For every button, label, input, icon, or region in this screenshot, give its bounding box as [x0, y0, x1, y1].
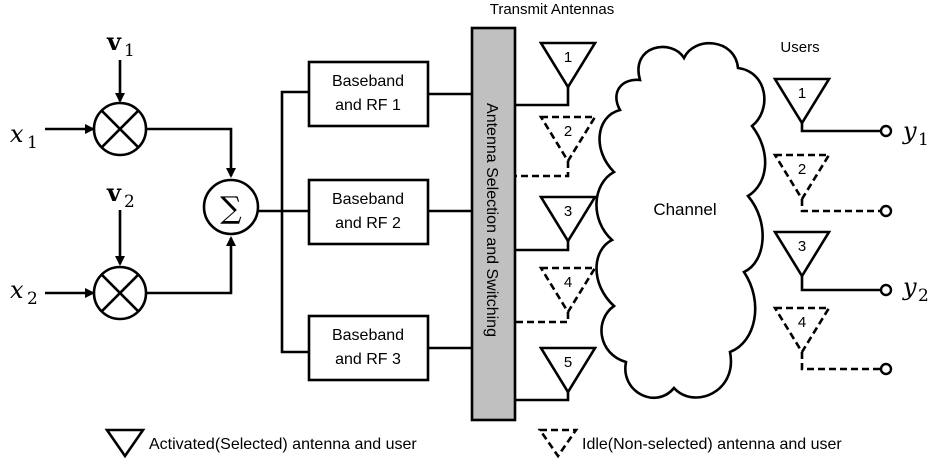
input-x2-var: x	[10, 276, 24, 304]
legend-activated-label: Activated(Selected) antenna and user	[149, 436, 417, 453]
precoder-v2-var: v	[106, 178, 122, 207]
user-3: 3	[772, 230, 893, 297]
legend: Activated(Selected) antenna and user Idl…	[104, 428, 842, 459]
tx-antenna-5-feed	[515, 392, 570, 402]
tx-antenna-2-feed	[515, 161, 570, 178]
tx-antenna-1-triangle	[538, 41, 598, 90]
user-4-label: 4	[798, 314, 806, 331]
input-x1-var: x	[10, 120, 24, 148]
legend-activated-antenna-icon	[104, 428, 146, 459]
distribution-bus	[280, 90, 309, 354]
rf-chain-2-line1: Baseband	[332, 191, 404, 208]
tx-antenna-4-feed	[515, 312, 570, 324]
user-1: 1	[772, 77, 893, 138]
output-y2: y 2	[902, 273, 929, 306]
precoder-v1: v 1	[106, 27, 135, 61]
multiplier-1	[92, 101, 148, 157]
transmit-antennas-title: Transmit Antennas	[490, 1, 615, 18]
precoder-v2: v 2	[106, 178, 135, 212]
channel-cloud: Channel	[595, 42, 767, 400]
legend-idle: Idle(Non-selected) antenna and user	[537, 428, 842, 459]
tx-antenna-4-label: 4	[564, 274, 572, 291]
precoder-v1-var: v	[106, 27, 122, 56]
users-title: Users	[780, 39, 819, 56]
user-2: 2	[772, 153, 893, 218]
user-2-terminal	[879, 204, 893, 218]
rf-chain-2: Baseband and RF 2	[307, 178, 430, 246]
user-3-terminal	[879, 283, 893, 297]
user-2-label: 2	[798, 161, 806, 178]
rf-chain-1-line1: Baseband	[332, 73, 404, 90]
switch-label: Antenna Selection and Switching	[483, 103, 500, 337]
channel-label: Channel	[653, 200, 716, 219]
user-2-line	[800, 199, 880, 213]
output-y2-var: y	[902, 273, 917, 301]
rf-chain-3-line2: and RF 3	[335, 351, 401, 368]
tx-antenna-3-triangle	[538, 195, 598, 244]
rf-chain-2-line2: and RF 2	[335, 215, 401, 232]
arrow-mult1-to-sum	[146, 127, 236, 178]
user-1-label: 1	[798, 85, 806, 102]
user-4-terminal	[879, 362, 893, 376]
tx-antenna-3: 3	[515, 195, 598, 252]
rf-chain-3-line1: Baseband	[332, 327, 404, 344]
multiplier-2	[92, 265, 148, 321]
input-x1: x 1	[10, 120, 38, 153]
tx-antenna-3-label: 3	[564, 203, 572, 220]
user-1-terminal	[879, 124, 893, 138]
user-4: 4	[772, 306, 893, 376]
rf-chain-1: Baseband and RF 1	[307, 60, 430, 128]
legend-activated: Activated(Selected) antenna and user	[104, 428, 417, 459]
input-x2: x 2	[10, 276, 38, 309]
tx-antenna-2-label: 2	[564, 123, 572, 140]
tx-antenna-1: 1	[515, 41, 598, 107]
tx-antenna-5-label: 5	[564, 354, 572, 371]
user-3-triangle	[772, 230, 832, 279]
antenna-switch: Antenna Selection and Switching	[470, 26, 517, 422]
tx-antenna-2-triangle	[538, 115, 598, 164]
tx-antenna-3-feed	[515, 241, 570, 252]
user-2-triangle	[772, 153, 832, 202]
user-1-triangle	[772, 77, 832, 126]
summer: ∑	[202, 178, 260, 236]
tx-antenna-1-feed	[515, 87, 570, 107]
transmit-antennas: 1 2 3 4 5	[515, 41, 598, 402]
summer-symbol: ∑	[220, 191, 242, 226]
output-y2-sub: 2	[918, 286, 929, 306]
precoder-v2-sub: 2	[124, 192, 135, 212]
legend-idle-label: Idle(Non-selected) antenna and user	[582, 436, 842, 453]
legend-idle-antenna-icon	[537, 428, 579, 459]
user-1-line	[800, 123, 880, 133]
rf-chain-1-line2: and RF 1	[335, 97, 401, 114]
output-y1-sub: 1	[918, 130, 929, 150]
output-y1: y 1	[902, 117, 929, 150]
tx-antenna-1-label: 1	[564, 49, 572, 66]
tx-antenna-4: 4	[515, 266, 598, 324]
users: 1 2 3 4	[772, 77, 893, 376]
arrow-mult2-to-sum	[146, 236, 236, 295]
input-x1-sub: 1	[27, 133, 38, 153]
user-4-triangle	[772, 306, 832, 355]
tx-antenna-5: 5	[515, 346, 598, 402]
user-4-line	[800, 352, 880, 371]
output-y1-var: y	[902, 117, 917, 145]
tx-antenna-4-triangle	[538, 266, 598, 315]
tx-antenna-2: 2	[515, 115, 598, 178]
user-3-label: 3	[798, 238, 806, 255]
tx-antenna-5-triangle	[538, 346, 598, 395]
user-3-line	[800, 276, 880, 292]
precoder-v1-sub: 1	[124, 41, 135, 61]
rf-chain-3: Baseband and RF 3	[307, 314, 430, 382]
input-x2-sub: 2	[27, 289, 38, 309]
